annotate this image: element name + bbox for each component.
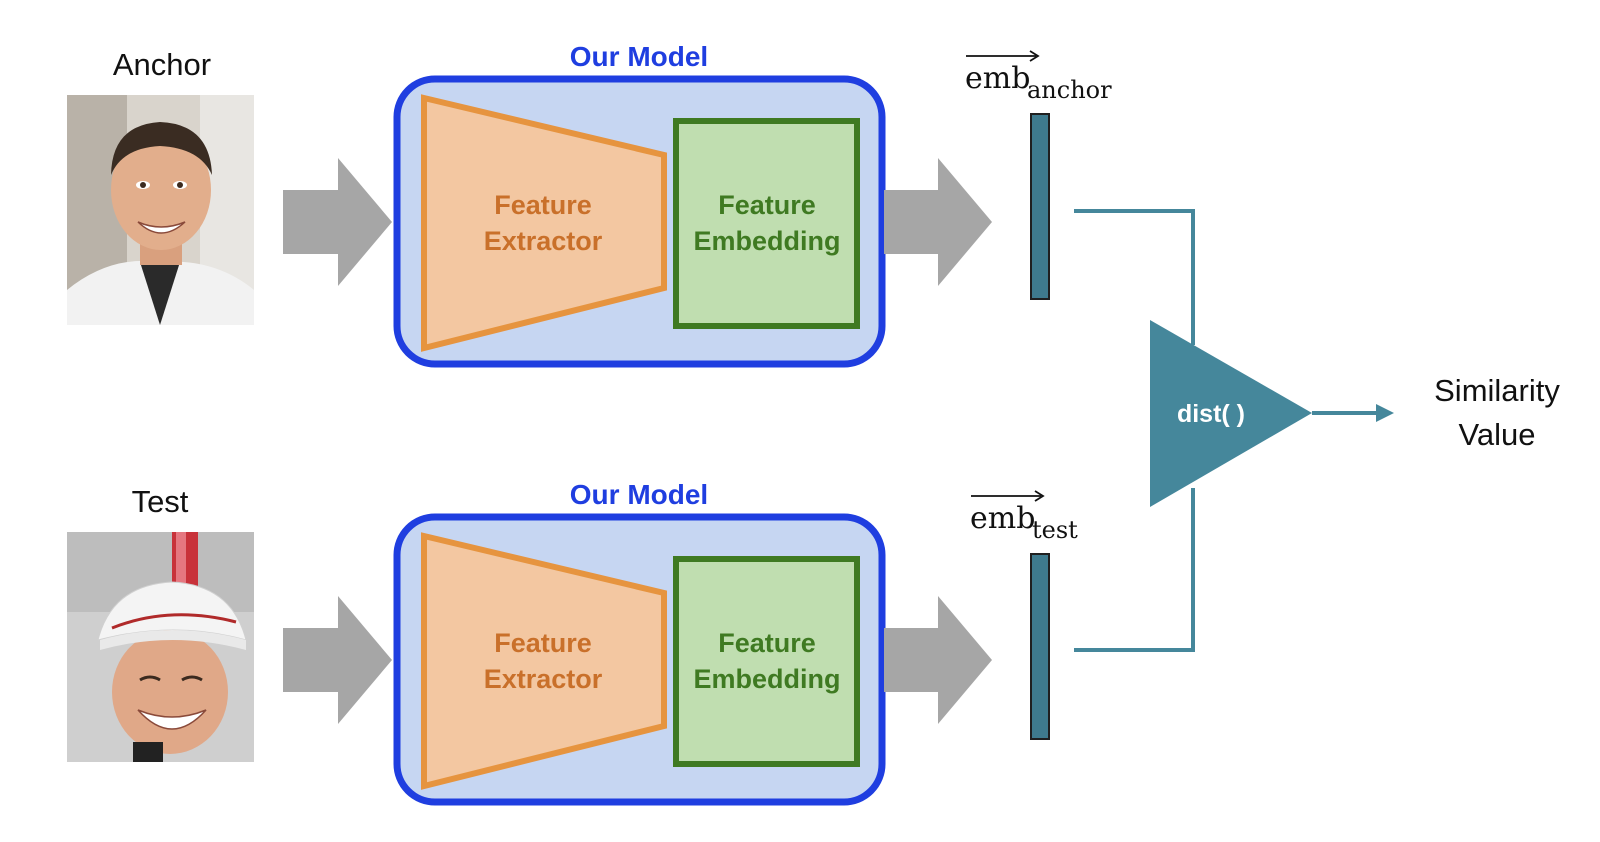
extractor-label-line2-anchor: Extractor: [484, 226, 603, 256]
feature-extractor-anchor: [421, 94, 667, 352]
distance-function-node: [1150, 320, 1312, 507]
feature-extractor-test: [421, 532, 667, 790]
embedding-label-line2-test: Embedding: [694, 664, 841, 694]
model-title-anchor: Our Model: [570, 41, 708, 72]
embedding-label-line1-anchor: Feature: [718, 190, 816, 220]
feature-embedding-test: [673, 556, 860, 767]
emb-test-base: emb: [970, 501, 1035, 536]
emb-test-label: emb test: [970, 490, 1078, 544]
extractor-label-line1-anchor: Feature: [494, 190, 592, 220]
emb-anchor-base: emb: [965, 61, 1030, 96]
distance-label: dist( ): [1177, 400, 1245, 428]
anchor-input-arrow: [283, 158, 392, 286]
test-photo: [67, 532, 254, 762]
anchor-label: Anchor: [113, 47, 211, 82]
output-arrow-head: [1376, 404, 1394, 422]
similarity-label-line2: Value: [1459, 417, 1536, 452]
test-label: Test: [132, 484, 189, 519]
anchor-embedding-vector: [1030, 113, 1050, 300]
model-title-test: Our Model: [570, 479, 708, 510]
embedding-label-line2-anchor: Embedding: [694, 226, 841, 256]
similarity-label-line1: Similarity: [1434, 373, 1560, 408]
feature-embedding-anchor: [673, 118, 860, 329]
extractor-label-line1-test: Feature: [494, 628, 592, 658]
test-input-arrow: [283, 596, 392, 724]
extractor-label-line2-test: Extractor: [484, 664, 603, 694]
emb-anchor-label: emb anchor: [965, 50, 1112, 104]
emb-anchor-sub: anchor: [1027, 76, 1112, 104]
embedding-label-line1-test: Feature: [718, 628, 816, 658]
emb-test-sub: test: [1032, 516, 1078, 544]
test-embedding-vector: [1030, 553, 1050, 740]
anchor-photo: [67, 95, 254, 325]
anchor-connector-line: [1074, 209, 1195, 345]
test-connector-line: [1074, 488, 1195, 652]
test-output-arrow: [884, 596, 992, 724]
anchor-output-arrow: [884, 158, 992, 286]
